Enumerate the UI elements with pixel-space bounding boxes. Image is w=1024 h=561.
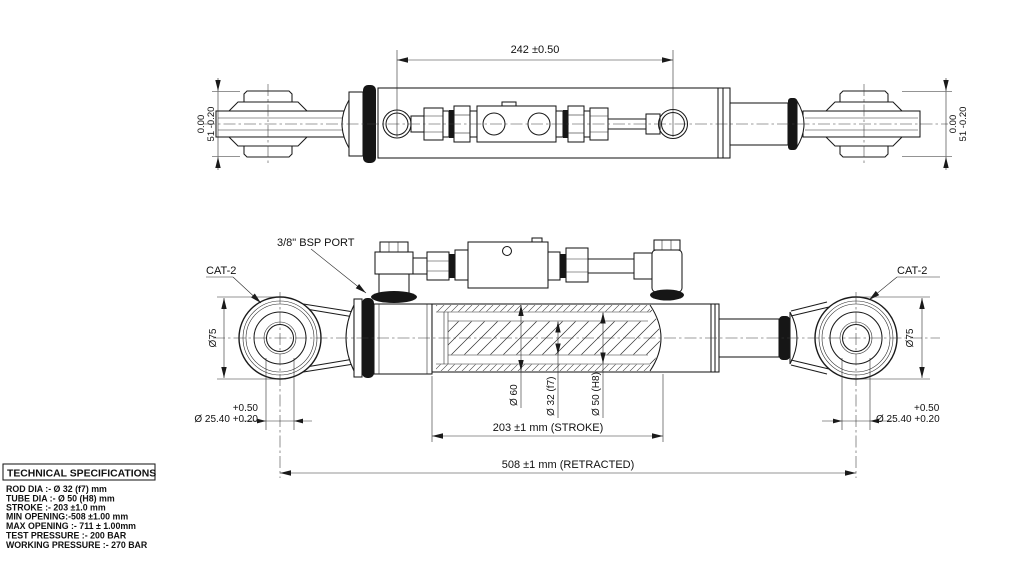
spec-row: MAX OPENING :- 711 ± 1.00mm <box>6 521 136 531</box>
svg-text:508 ±1 mm (RETRACTED): 508 ±1 mm (RETRACTED) <box>502 459 635 471</box>
spec-table: TECHNICAL SPECIFICATIONS ROD DIA :- Ø 32… <box>2 463 156 550</box>
dim-242-label: 242 ±0.50 <box>511 44 560 56</box>
spec-row: TEST PRESSURE :- 200 BAR <box>6 531 127 541</box>
dim-51-right-upper: 0.00 <box>948 115 959 134</box>
svg-text:Ø75: Ø75 <box>905 328 916 347</box>
svg-text:CAT-2: CAT-2 <box>206 265 236 277</box>
bsp-port-fitting <box>371 241 469 303</box>
spec-row: ROD DIA :- Ø 32 (f7) mm <box>6 484 107 494</box>
dim-rod-dia: Ø 32 (f7) <box>546 321 561 418</box>
spec-row: TUBE DIA :- Ø 50 (H8) mm <box>6 494 115 504</box>
dim-bore-right: +0.50 Ø 25.40 +0.20 <box>822 358 940 430</box>
bore-dia-right: Ø 25.40 +0.20 <box>876 414 940 425</box>
dim-51-left: 0.00 51 -0.20 <box>196 78 240 170</box>
cat-label-left: CAT-2 <box>206 265 262 304</box>
svg-text:Ø 60: Ø 60 <box>509 384 520 406</box>
cylinder-head <box>373 303 433 375</box>
dim-51-right-lower: 51 -0.20 <box>958 107 969 142</box>
top-view: 242 ±0.50 0.00 51 -0.20 0.00 51 -0.20 <box>196 44 969 170</box>
cat-label-right: CAT-2 <box>868 265 940 301</box>
dim-bore-left: +0.50 Ø 25.40 +0.20 <box>194 358 312 430</box>
bore-dia-left: Ø 25.40 +0.20 <box>194 414 258 425</box>
dim-242: 242 ±0.50 <box>396 44 674 137</box>
dim-eye-dia-left: Ø75 <box>208 296 286 380</box>
right-seal-ring-front <box>779 316 790 360</box>
svg-text:203 ±1 mm (STROKE): 203 ±1 mm (STROKE) <box>493 422 604 434</box>
bore-tol-left: +0.50 <box>233 403 259 414</box>
dim-51-left-lower: 51 -0.20 <box>206 107 217 142</box>
dim-51-left-upper: 0.00 <box>196 115 207 134</box>
hose-to-tube-fitting <box>547 239 684 301</box>
valve-block <box>467 237 549 289</box>
svg-text:3/8" BSP PORT: 3/8" BSP PORT <box>277 237 355 249</box>
dim-tube-od: Ø 60 <box>509 305 524 408</box>
svg-text:Ø 32 (f7): Ø 32 (f7) <box>546 377 557 416</box>
svg-text:Ø75: Ø75 <box>208 328 219 347</box>
front-view: CAT-2 CAT-2 3/8" BSP PORT Ø75 <box>194 237 940 478</box>
ball-joint-top-left <box>215 90 348 158</box>
spec-row: STROKE :- 203 ±1.0 mm <box>6 503 106 513</box>
port-label: 3/8" BSP PORT <box>277 237 367 294</box>
spec-row: WORKING PRESSURE :- 270 BAR <box>6 540 148 550</box>
bore-tol-right: +0.50 <box>914 403 940 414</box>
dim-bore-dia: Ø 50 (H8) <box>591 312 606 418</box>
dim-retracted: 508 ±1 mm (RETRACTED) <box>280 459 856 476</box>
dim-51-right: 0.00 51 -0.20 <box>902 78 969 170</box>
spec-title: TECHNICAL SPECIFICATIONS <box>7 469 156 480</box>
svg-text:CAT-2: CAT-2 <box>897 265 927 277</box>
dim-stroke: 203 ±1 mm (STROKE) <box>431 374 664 442</box>
spec-row: MIN OPENING:-508 ±1.00 mm <box>6 512 128 522</box>
svg-text:Ø 50 (H8): Ø 50 (H8) <box>591 372 602 416</box>
